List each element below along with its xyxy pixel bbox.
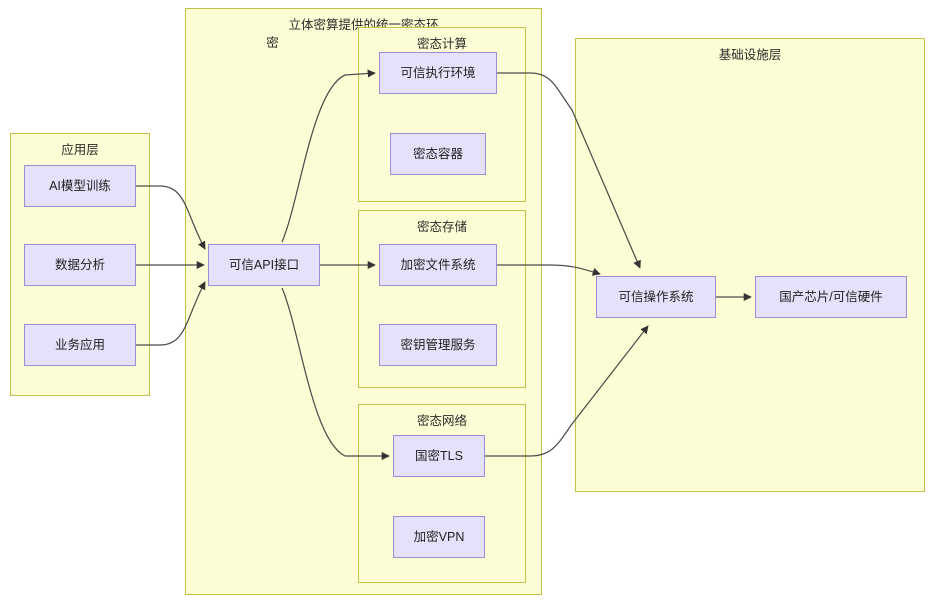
node-encrypted-filesystem[interactable]: 加密文件系统 [379,244,497,286]
node-label-encrypted-vpn: 加密VPN [413,530,465,544]
group-infrastructure-layer: 基础设施层 [575,38,925,492]
node-label-tee: 可信执行环境 [400,66,476,80]
node-label-trusted-api: 可信API接口 [228,258,300,272]
node-trusted-api[interactable]: 可信API接口 [208,244,320,286]
group-title-confidential-network: 密态网络 [416,414,467,428]
node-tee[interactable]: 可信执行环境 [379,52,497,94]
node-label-kms: 密钥管理服务 [400,338,476,352]
group-title-confidential-storage: 密态存储 [416,220,467,234]
node-domestic-chip[interactable]: 国产芯片/可信硬件 [755,276,907,318]
node-business-application[interactable]: 业务应用 [24,324,136,366]
group-title-confidential-compute: 密态计算 [416,37,467,51]
node-confidential-container[interactable]: 密态容器 [390,133,486,175]
node-label-gm-tls: 国密TLS [415,449,463,463]
group-title-infrastructure-layer: 基础设施层 [718,48,782,62]
node-kms[interactable]: 密钥管理服务 [379,324,497,366]
node-gm-tls[interactable]: 国密TLS [393,435,485,477]
node-label-domestic-chip: 国产芯片/可信硬件 [779,290,883,304]
node-label-ai-model-training: AI模型训练 [49,179,111,193]
node-label-trusted-os: 可信操作系统 [618,290,694,304]
node-trusted-os[interactable]: 可信操作系统 [596,276,716,318]
node-encrypted-vpn[interactable]: 加密VPN [393,516,485,558]
node-data-analysis[interactable]: 数据分析 [24,244,136,286]
node-label-business-application: 业务应用 [54,338,105,352]
node-label-confidential-container: 密态容器 [412,147,463,161]
node-ai-model-training[interactable]: AI模型训练 [24,165,136,207]
group-title-application-layer: 应用层 [61,143,99,157]
node-label-encrypted-filesystem: 加密文件系统 [400,258,476,272]
group-title-unified-ring-hidden-fragment: 密 [266,36,279,50]
node-label-data-analysis: 数据分析 [54,258,105,272]
